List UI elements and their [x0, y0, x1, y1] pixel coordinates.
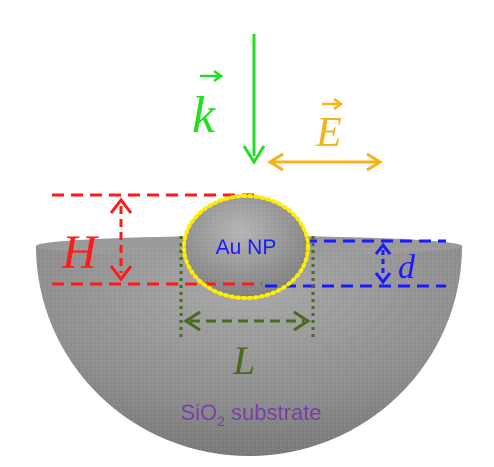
substrate-label-suffix: substrate [225, 400, 322, 425]
depth-label: d [398, 249, 416, 286]
substrate-label-subscript: 2 [217, 413, 225, 429]
height-label: H [61, 226, 99, 279]
height-dimension [52, 193, 262, 286]
field-arrow [267, 152, 383, 172]
length-dimension [179, 236, 315, 340]
wavevector-label: k [192, 69, 224, 144]
length-label: L [232, 338, 255, 383]
particle-label: Au NP [216, 236, 277, 259]
gold-nanoparticle [184, 196, 308, 298]
depth-dimension [265, 239, 446, 288]
wavevector-arrow [242, 34, 266, 165]
field-symbol: E [315, 110, 342, 156]
particle-outline [182, 194, 310, 300]
field-label: E [315, 97, 344, 156]
substrate [36, 236, 462, 456]
wavevector-symbol: k [192, 87, 216, 144]
substrate-label-prefix: SiO [180, 400, 217, 425]
substrate-label: SiO2 substrate [180, 400, 321, 429]
